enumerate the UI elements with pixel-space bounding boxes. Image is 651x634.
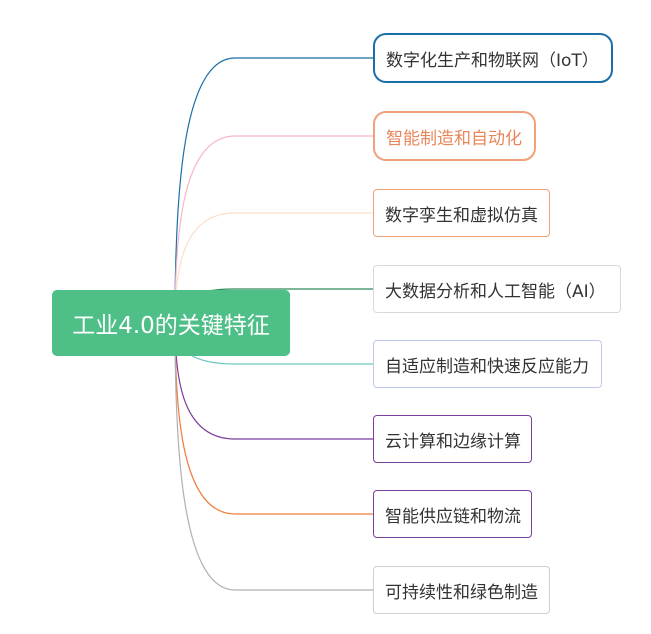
branch-node[interactable]: 智能制造和自动化 <box>373 111 536 161</box>
branch-node-label: 可持续性和绿色制造 <box>385 582 538 603</box>
branch-node[interactable]: 智能供应链和物流 <box>373 490 532 538</box>
branch-node[interactable]: 可持续性和绿色制造 <box>373 566 550 614</box>
connector-line <box>174 322 373 591</box>
branch-node-label: 智能制造和自动化 <box>386 128 522 149</box>
branch-node[interactable]: 大数据分析和人工智能（AI） <box>373 265 621 313</box>
branch-node[interactable]: 数字孪生和虚拟仿真 <box>373 189 550 237</box>
branch-node[interactable]: 自适应制造和快速反应能力 <box>373 340 602 388</box>
branch-node-label: 大数据分析和人工智能（AI） <box>385 281 606 302</box>
connector-line <box>174 135 373 324</box>
branch-node[interactable]: 数字化生产和物联网（IoT） <box>373 33 613 83</box>
branch-node-label: 智能供应链和物流 <box>385 506 521 527</box>
branch-node-label: 数字化生产和物联网（IoT） <box>386 50 599 71</box>
branch-node-label: 自适应制造和快速反应能力 <box>385 356 589 377</box>
branch-node-label: 数字孪生和虚拟仿真 <box>385 205 538 226</box>
center-node[interactable]: 工业4.0的关键特征 <box>52 290 290 356</box>
branch-node-label: 云计算和边缘计算 <box>385 431 521 452</box>
center-node-label: 工业4.0的关键特征 <box>72 313 270 339</box>
branch-node[interactable]: 云计算和边缘计算 <box>373 415 532 463</box>
connector-line <box>174 57 373 324</box>
